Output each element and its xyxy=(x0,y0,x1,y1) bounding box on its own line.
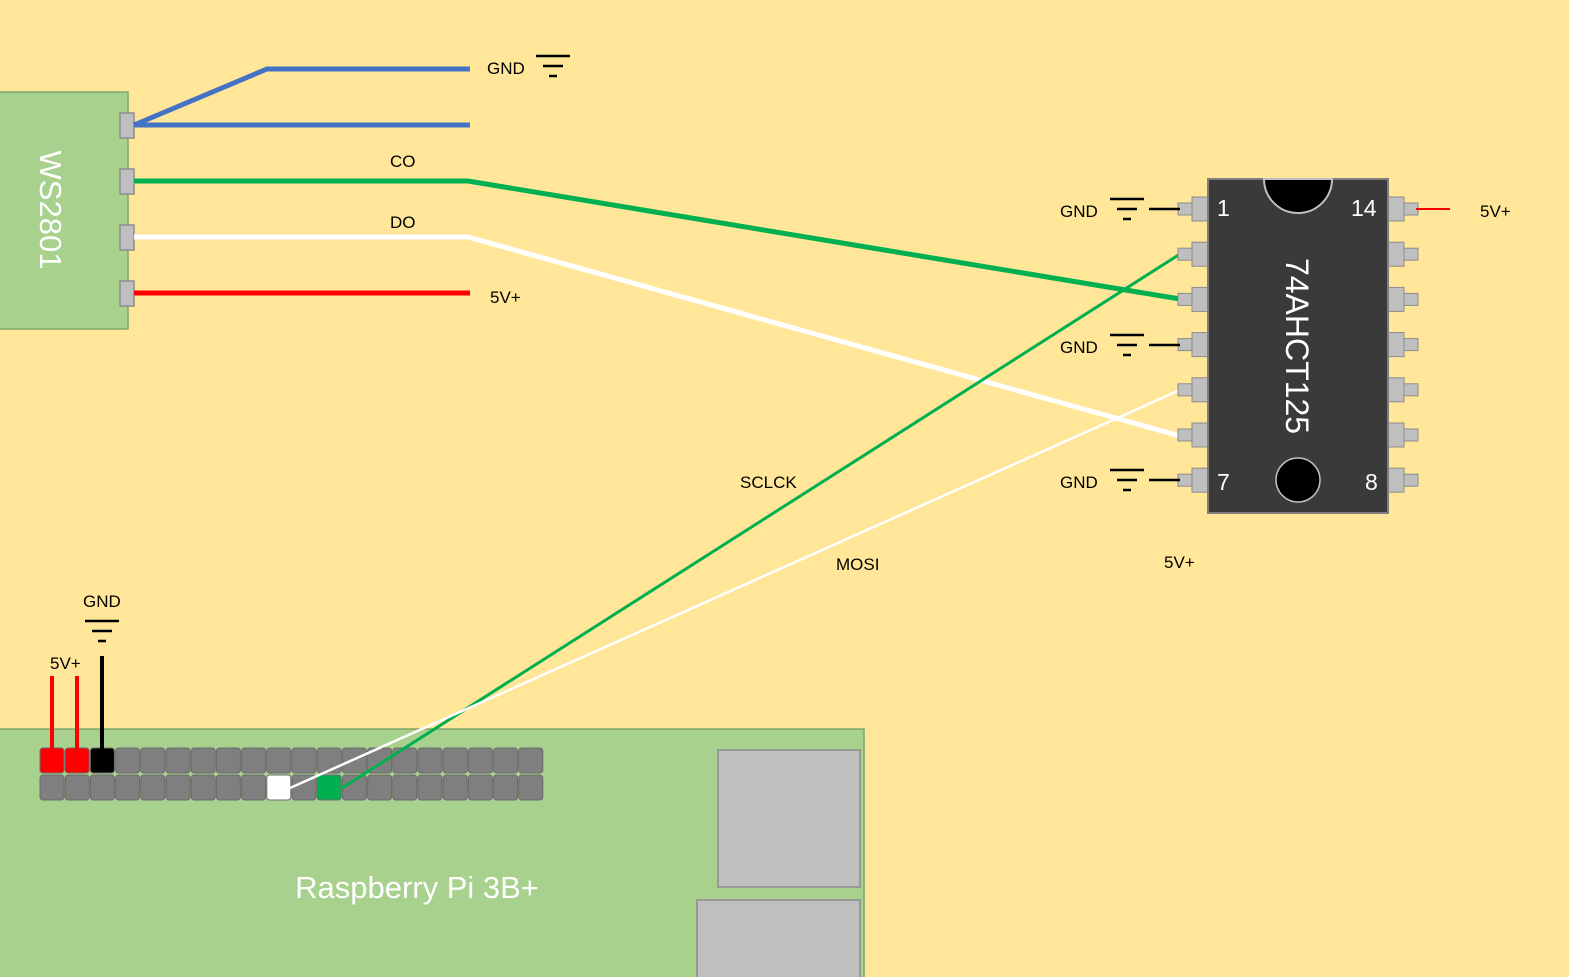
ic-title: 74AHCT125 xyxy=(1279,258,1315,434)
ws2801-pin-do xyxy=(119,224,135,251)
ic-74ahct125: 74AHCT125 1 14 7 8 xyxy=(1177,178,1419,514)
rpi-gnd-label: GND xyxy=(83,592,121,611)
gpio-pin xyxy=(291,747,317,774)
ic-pin xyxy=(1177,377,1209,403)
ic-pin xyxy=(1177,332,1209,358)
gpio-pin xyxy=(165,747,191,774)
ic-gnd-label-1: GND xyxy=(1060,202,1098,221)
rpi-ground-symbol xyxy=(85,619,119,643)
rpi-vcc-label: 5V+ xyxy=(50,654,81,673)
gpio-pin xyxy=(241,774,267,801)
gpio-pin xyxy=(115,747,141,774)
ws2801-pin-co xyxy=(119,168,135,195)
sclck-label: SCLCK xyxy=(740,473,797,492)
ic-pin xyxy=(1387,286,1419,312)
gpio-pin xyxy=(266,774,292,801)
gpio-pin xyxy=(467,747,493,774)
ws2801-board: WS2801 xyxy=(0,91,135,330)
gpio-pin xyxy=(190,774,216,801)
gpio-pin xyxy=(115,774,141,801)
ic-pin xyxy=(1177,467,1209,493)
gpio-pin xyxy=(518,774,544,801)
ws2801-co-label: CO xyxy=(390,152,416,171)
ic-pin8-label: 8 xyxy=(1365,469,1378,495)
ic-pin1-label: 1 xyxy=(1217,195,1230,221)
gpio-pin xyxy=(215,774,241,801)
gpio-pin xyxy=(39,747,65,774)
gpio-pin xyxy=(64,774,90,801)
ic-pin xyxy=(1177,241,1209,267)
gpio-pin xyxy=(140,747,166,774)
ic-vcc-label-right: 5V+ xyxy=(1480,202,1511,221)
gpio-pin xyxy=(442,774,468,801)
rpi-title: Raspberry Pi 3B+ xyxy=(295,870,539,905)
gpio-pin xyxy=(367,774,393,801)
gpio-pin xyxy=(316,774,342,801)
ic-pins-left xyxy=(1177,196,1209,493)
ic-pin14-label: 14 xyxy=(1351,195,1377,221)
gpio-pin xyxy=(417,747,443,774)
gpio-pin xyxy=(140,774,166,801)
gpio-pin xyxy=(392,774,418,801)
ic-pin xyxy=(1387,196,1419,222)
ws2801-pin-gnd xyxy=(119,112,135,139)
ws2801-vcc-label: 5V+ xyxy=(490,288,521,307)
gpio-pin xyxy=(417,774,443,801)
ground-wire-ws2801 xyxy=(133,66,470,128)
ic-pin xyxy=(1177,196,1209,222)
ic-pin xyxy=(1387,332,1419,358)
gpio-pin xyxy=(190,747,216,774)
mosi-wire xyxy=(289,388,1181,790)
ethernet-port xyxy=(696,899,861,977)
mosi-label: MOSI xyxy=(836,555,879,574)
raspberry-pi-board: Raspberry Pi 3B+ xyxy=(0,728,865,977)
gpio-header xyxy=(39,747,544,801)
ic-gnd-label-2: GND xyxy=(1060,338,1098,357)
ws2801-gnd-label: GND xyxy=(487,59,525,78)
gpio-pin xyxy=(493,747,519,774)
gpio-pin xyxy=(518,747,544,774)
ws2801-do-label: DO xyxy=(390,213,416,232)
gpio-pin xyxy=(493,774,519,801)
gpio-pin xyxy=(215,747,241,774)
ic-pins-right xyxy=(1387,196,1419,493)
ic-pin xyxy=(1387,467,1419,493)
gpio-pin xyxy=(442,747,468,774)
ws2801-ground-symbol xyxy=(536,54,570,78)
sclck-wire xyxy=(341,252,1181,790)
ic-pin xyxy=(1177,286,1209,312)
ic-ground-symbol-2 xyxy=(1110,333,1180,357)
gpio-pin xyxy=(165,774,191,801)
ic-pin xyxy=(1387,377,1419,403)
gpio-pin xyxy=(64,747,90,774)
usb-port-upper xyxy=(717,749,861,888)
ic-pin1-dot xyxy=(1275,457,1321,503)
ic-pin xyxy=(1387,422,1419,448)
ic-pin xyxy=(1177,422,1209,448)
ic-pin xyxy=(1387,241,1419,267)
ic-notch xyxy=(1262,178,1334,214)
gpio-pin xyxy=(266,747,292,774)
ic-ground-symbol-1 xyxy=(1110,197,1180,221)
gpio-pin xyxy=(89,747,115,774)
ws2801-title: WS2801 xyxy=(33,151,68,270)
ic-vcc-label-below: 5V+ xyxy=(1164,553,1195,572)
clock-wire-co xyxy=(134,178,1181,302)
gpio-pin xyxy=(89,774,115,801)
gpio-pin xyxy=(39,774,65,801)
gpio-pin xyxy=(467,774,493,801)
ic-gnd-label-3: GND xyxy=(1060,473,1098,492)
gpio-pin xyxy=(241,747,267,774)
ws2801-pin-vcc xyxy=(119,280,135,307)
data-wire-do xyxy=(134,234,1181,439)
ic-ground-symbol-3 xyxy=(1110,468,1180,492)
ic-pin7-label: 7 xyxy=(1217,469,1230,495)
